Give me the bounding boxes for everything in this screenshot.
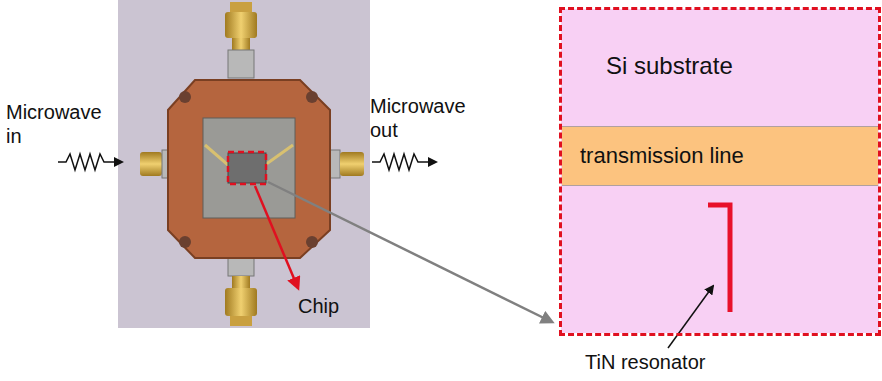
microwave-symbol (372, 154, 436, 170)
screw (179, 91, 191, 103)
port-label: Microwave out (370, 94, 474, 142)
leader-arrow (668, 286, 713, 348)
part-label: Chip (298, 294, 378, 318)
substrate-region: Si substrate transmission line (559, 7, 881, 336)
screw (179, 236, 191, 248)
pcb-cavity (203, 118, 295, 218)
leader-arrow (255, 186, 298, 288)
zoom-arrow (268, 182, 552, 322)
copper-housing (168, 80, 330, 258)
photo-background (118, 0, 370, 328)
part-label: TiN resonator (585, 350, 785, 374)
microwave-symbol (58, 154, 122, 170)
sma-connector (225, 2, 257, 78)
port-label: Microwave in (6, 100, 106, 148)
sma-connector (225, 250, 257, 326)
screw (306, 236, 318, 248)
substrate-fill (561, 9, 879, 333)
node-text: Si substrate (606, 52, 733, 80)
node-text: transmission line (580, 143, 744, 169)
tin-resonator (708, 205, 730, 312)
chip-die (228, 153, 266, 183)
transmission-line-band: transmission line (562, 126, 878, 186)
zoom-frame (228, 152, 266, 184)
screw (306, 91, 318, 103)
